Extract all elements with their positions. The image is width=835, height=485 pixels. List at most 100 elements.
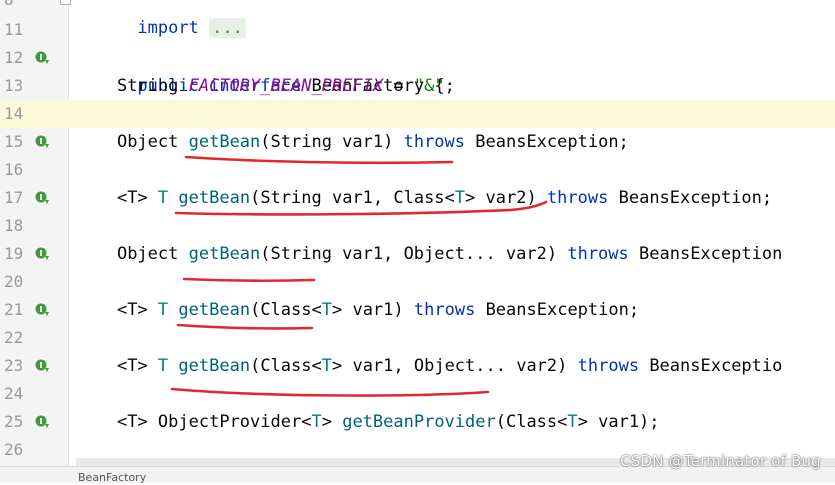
code-line-12[interactable]: 12 public interface BeanFactory { (0, 44, 835, 96)
code-line-19[interactable]: 19 Object getBean(String var1, Object...… (0, 240, 835, 268)
params-part: (Class< (250, 300, 322, 320)
type-param: T (321, 300, 332, 320)
keyword-throws: throws (567, 244, 629, 264)
generic-decl: <T> (116, 188, 148, 208)
breadcrumb-bar: BeanFactory (0, 466, 835, 484)
return-type: Object (116, 244, 179, 264)
keyword-interface: interface (209, 76, 302, 96)
type-param: T (157, 300, 169, 320)
implemented-by-icon[interactable] (34, 358, 50, 374)
generic-decl: <T> (116, 300, 148, 320)
type-param: T (567, 412, 578, 432)
params: (String var1) (260, 132, 394, 152)
line-number: 21 (4, 300, 24, 319)
line-number: 24 (4, 384, 24, 403)
line-number: 26 (4, 440, 24, 459)
params-part: (String var1, Class< (250, 188, 455, 208)
constant-name: FACTORY_BEAN_PREFIX (188, 76, 384, 96)
method-name: getBean (188, 244, 261, 264)
interface-name: BeanFactory (311, 76, 425, 96)
code-line-8[interactable]: 8 import ... (0, 0, 835, 38)
implemented-by-icon[interactable] (34, 190, 50, 206)
exception-type: BeansException; (475, 132, 629, 152)
exception-type: BeansException; (618, 188, 773, 208)
implemented-by-icon[interactable] (34, 246, 50, 262)
assign-op: = (393, 76, 404, 96)
string-literal: "&" (413, 76, 445, 96)
generic-decl: <T> (116, 356, 148, 376)
line-number: 17 (4, 188, 24, 207)
code-editor[interactable]: 8 import ... 11 12 public interface Bean… (0, 0, 835, 466)
open-brace: { (434, 76, 445, 96)
keyword-throws: throws (413, 300, 476, 320)
code-line-22[interactable]: 22 (0, 324, 835, 352)
params-part: (Class< (495, 412, 568, 432)
keyword-throws: throws (546, 188, 609, 208)
code-line-13[interactable]: 13 String FACTORY_BEAN_PREFIX = "&"; (0, 72, 835, 100)
generic-decl: <T> (116, 412, 148, 432)
exception-type: BeansException; (485, 300, 640, 320)
fold-toggle-icon[interactable] (60, 0, 71, 5)
method-name: getBeanProvider (342, 412, 496, 432)
code-line-17[interactable]: 17 <T> T getBean(String var1, Class<T> v… (0, 184, 835, 212)
params-part: > var1) (331, 300, 404, 320)
breadcrumb-item[interactable]: BeanFactory (78, 471, 147, 484)
keyword-throws: throws (403, 132, 466, 152)
line-number: 12 (4, 48, 24, 67)
return-type: Object (116, 132, 179, 152)
watermark: CSDN @Terminator of Bug (620, 452, 821, 470)
type-param: T (157, 356, 169, 376)
line-number: 13 (4, 76, 24, 95)
line-number: 25 (4, 412, 24, 431)
code-line-16[interactable]: 16 (0, 156, 835, 184)
folded-imports[interactable]: ... (209, 18, 246, 38)
method-name: getBean (178, 188, 251, 208)
implemented-by-icon[interactable] (34, 302, 50, 318)
code-line-11[interactable]: 11 (0, 16, 835, 44)
code-line-20[interactable]: 20 (0, 268, 835, 296)
code-line-23[interactable]: 23 <T> T getBean(Class<T> var1, Object..… (0, 352, 835, 380)
horizontal-scrollbar[interactable] (76, 458, 835, 466)
line-number: 22 (4, 328, 24, 347)
line-number: 15 (4, 132, 24, 151)
type-param: T (454, 188, 466, 208)
code-line-14-current[interactable]: 14 (0, 100, 835, 128)
line-number: 8 (4, 0, 30, 14)
line-number: 23 (4, 356, 24, 375)
params-part: > var2) (465, 188, 537, 208)
keyword-import: import (137, 18, 199, 38)
method-name: getBean (178, 300, 251, 320)
code-line-26[interactable]: 26 (0, 436, 835, 464)
code-line-21[interactable]: 21 <T> T getBean(Class<T> var1) throws B… (0, 296, 835, 324)
code-line-15[interactable]: 15 Object getBean(String var1) throws Be… (0, 128, 835, 156)
return-type-part: ObjectProvider< (157, 412, 312, 432)
line-number: 11 (4, 20, 24, 39)
keyword-throws: throws (577, 356, 640, 376)
params-part: (Class< (250, 356, 322, 376)
implemented-by-icon[interactable] (34, 50, 50, 66)
exception-type: BeansException (639, 244, 783, 264)
params-part: > var1, Object... var2) (331, 356, 568, 376)
code-line-24[interactable]: 24 (0, 380, 835, 408)
method-name: getBean (188, 132, 261, 152)
implemented-by-icon[interactable] (34, 134, 50, 150)
line-number: 18 (4, 216, 24, 235)
code-line-18[interactable]: 18 (0, 212, 835, 240)
type-param: T (321, 356, 332, 376)
type-param: T (311, 412, 322, 432)
line-number: 16 (4, 160, 24, 179)
params-part: > var1); (577, 412, 660, 432)
type-param: T (157, 188, 169, 208)
line-number: 14 (4, 104, 24, 123)
line-number: 20 (4, 272, 24, 291)
code-line-25[interactable]: 25 <T> ObjectProvider<T> getBeanProvider… (0, 408, 835, 436)
method-name: getBean (178, 356, 251, 376)
field-type: String (116, 76, 179, 96)
line-number-gutter (0, 0, 69, 466)
return-type-part: > (321, 412, 332, 432)
implemented-by-icon[interactable] (34, 414, 50, 430)
semicolon: ; (444, 76, 455, 96)
exception-type: BeansExceptio (649, 356, 783, 376)
line-number: 19 (4, 244, 24, 263)
params: (String var1, Object... var2) (260, 244, 558, 264)
